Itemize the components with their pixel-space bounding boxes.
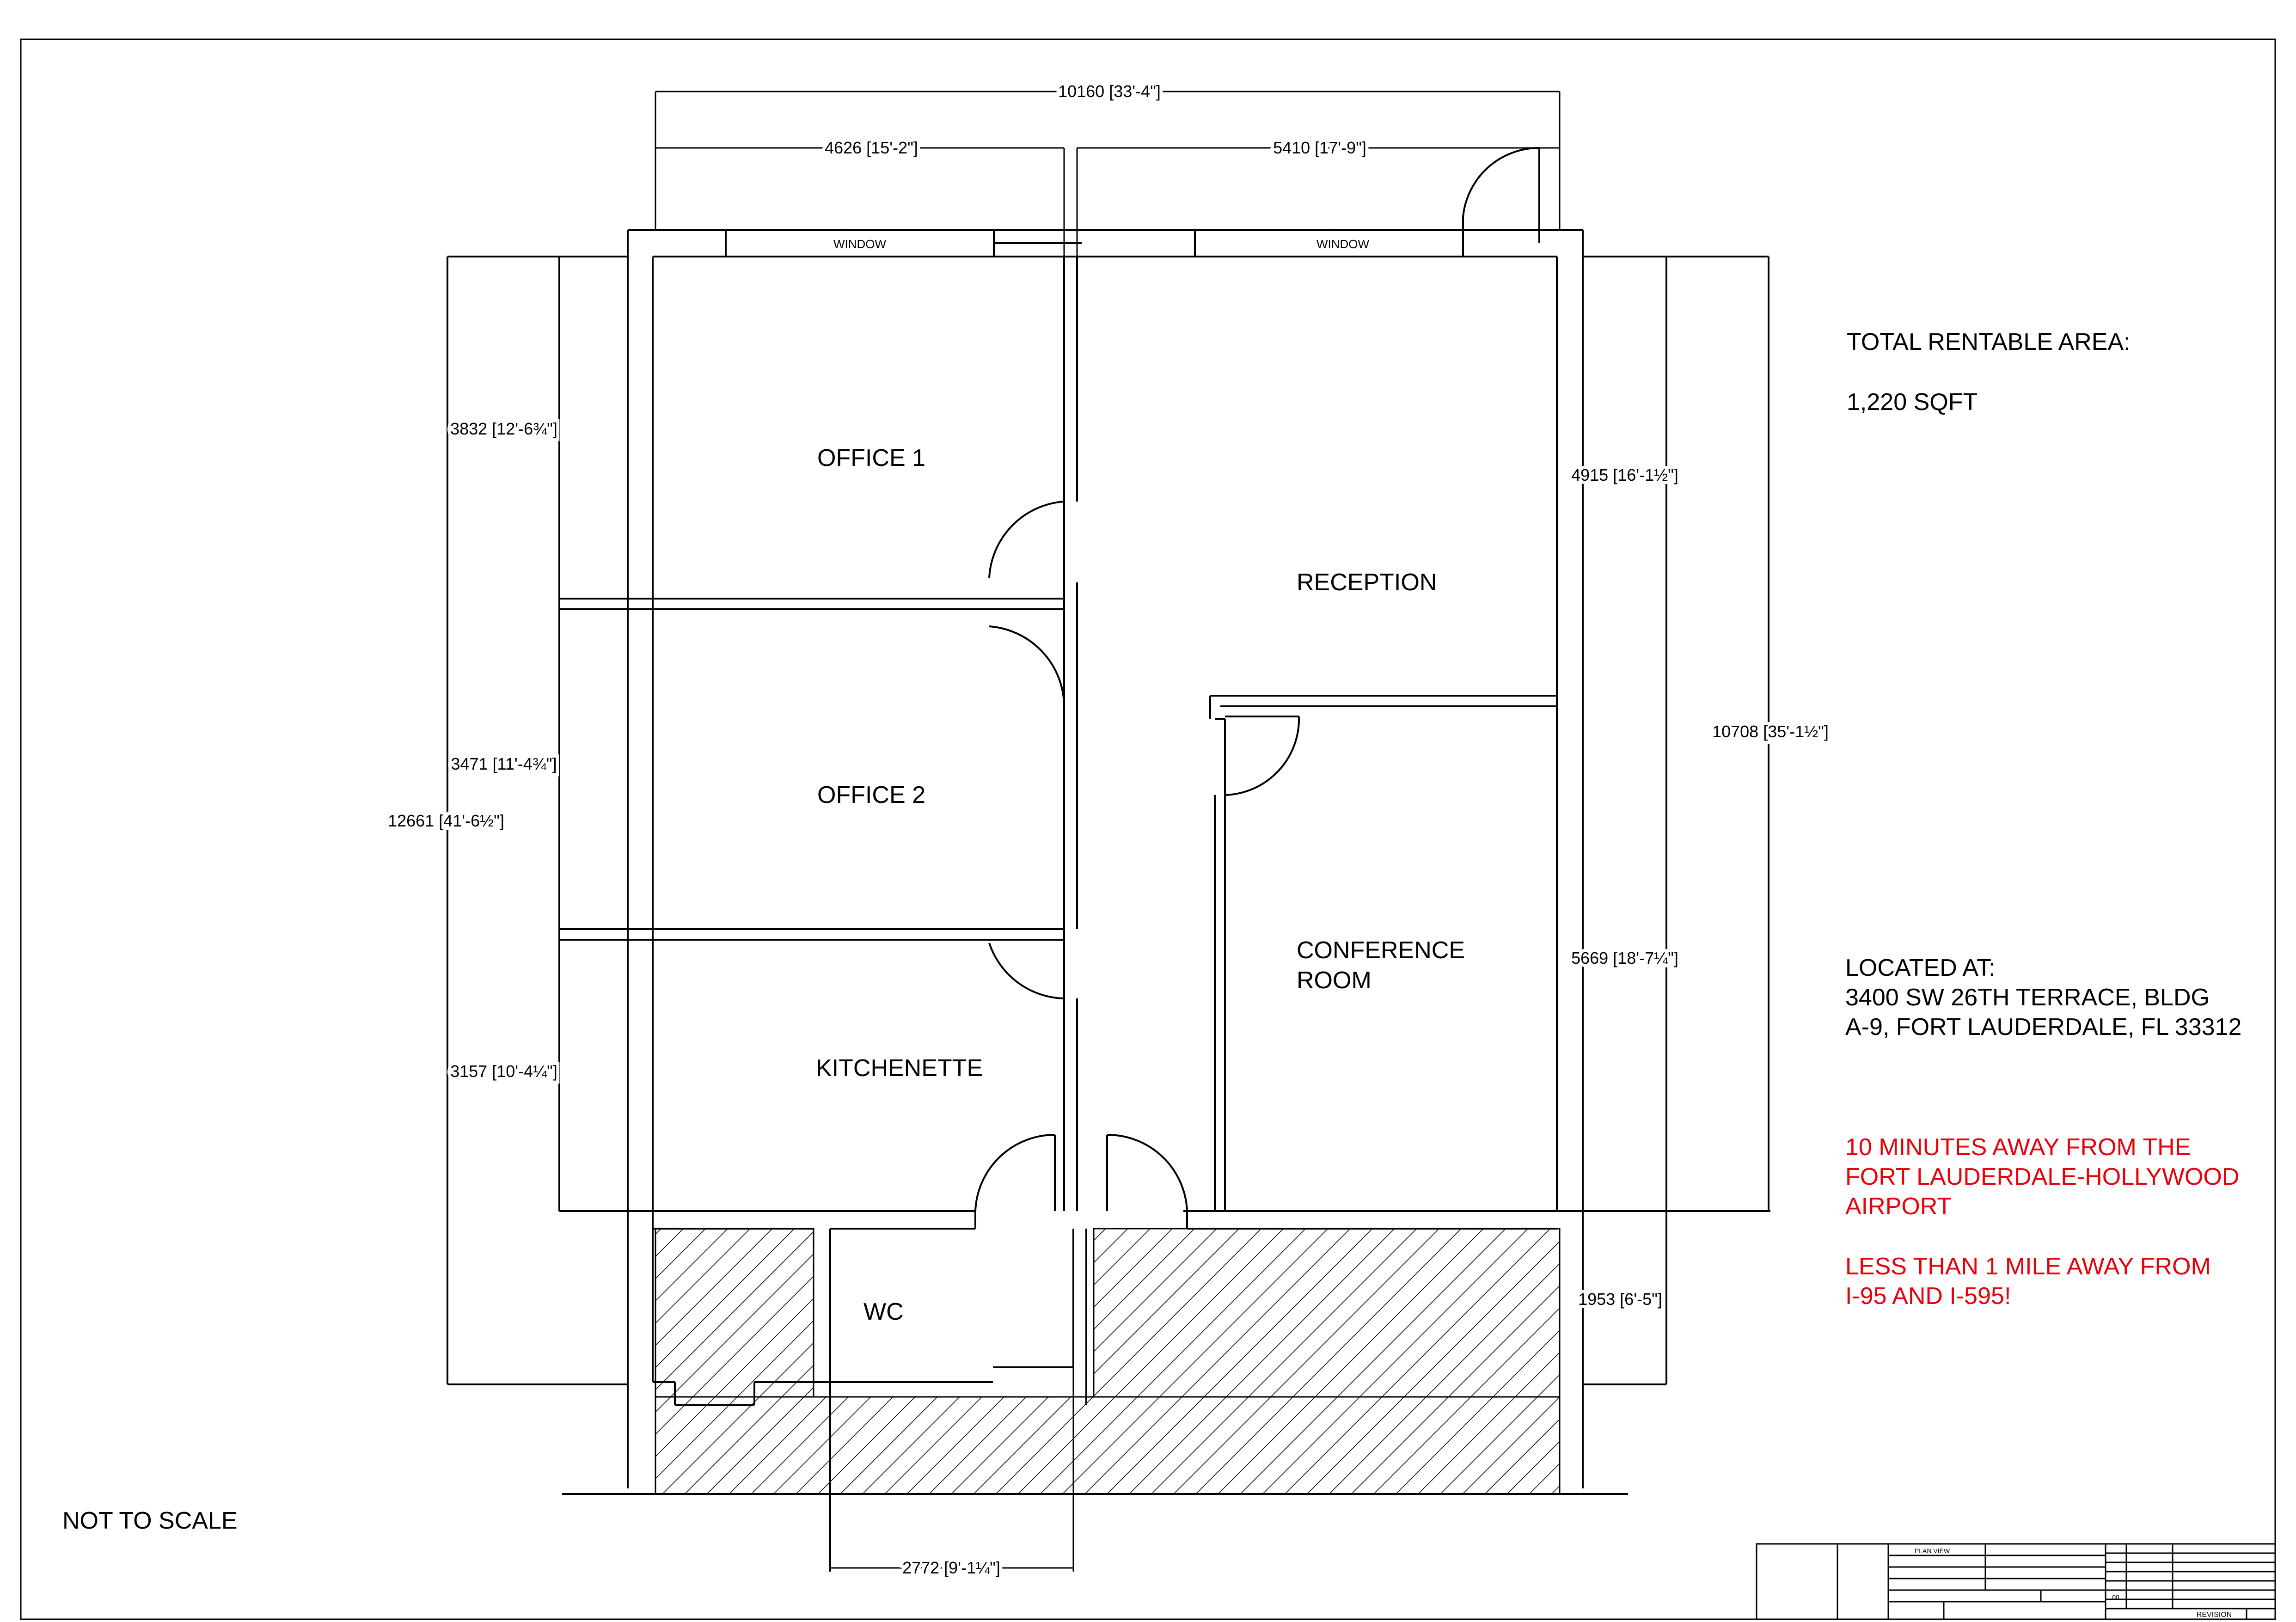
total-area-value: 1,220 SQFT — [1847, 389, 1978, 416]
dimension-right-width: 5410 [17'-9"] — [1273, 138, 1366, 157]
title-block-view: PLAN VIEW — [1915, 1547, 1950, 1555]
door-office-2 — [989, 625, 1065, 705]
title-block — [1756, 1543, 2276, 1620]
dimension-reception-depth: 4915 [16'-1½"] — [1571, 465, 1678, 484]
airport-proximity-note: 10 MINUTES AWAY FROM THE FORT LAUDERDALE… — [1845, 1134, 2240, 1220]
window-label-1: WINDOW — [833, 237, 887, 251]
title-block-revision: REVISION — [2197, 1611, 2232, 1619]
room-label-kitchenette: KITCHENETTE — [816, 1055, 983, 1082]
location-note: LOCATED AT: 3400 SW 26TH TERRACE, BLDG A… — [1845, 955, 2242, 1041]
door-wc-left — [974, 1133, 1056, 1229]
room-label-wc: WC — [863, 1298, 904, 1325]
dimension-office1-depth: 3832 [12'-6¾"] — [450, 419, 557, 438]
hatched-areas — [655, 1228, 1561, 1495]
dimension-lines — [655, 91, 1561, 1572]
title-block-sheet-no: 00 — [2112, 1593, 2119, 1601]
dimension-wc-width: 2772 [9'-1¼"] — [902, 1558, 1000, 1577]
dimension-left-width: 4626 [15'-2"] — [825, 138, 918, 157]
door-conference — [1225, 716, 1300, 796]
dimension-kitchenette-depth: 3157 [10'-4¼"] — [450, 1062, 557, 1081]
sheet-border — [20, 38, 2276, 1620]
dimension-overall-depth-left: 12661 [41'-6½"] — [388, 811, 504, 830]
highway-proximity-note: LESS THAN 1 MILE AWAY FROM I-95 AND I-59… — [1845, 1253, 2211, 1310]
room-label-office-2: OFFICE 2 — [817, 782, 925, 808]
door-kitchenette — [988, 913, 1065, 999]
room-label-office-1: OFFICE 1 — [817, 445, 925, 471]
door-office-1 — [988, 501, 1065, 582]
window-label-2: WINDOW — [1316, 237, 1370, 251]
dimension-office2-depth: 3471 [11'-4¾"] — [451, 754, 557, 773]
room-label-conference-2: ROOM — [1297, 967, 1371, 994]
dimension-overall-width: 10160 [33'-4"] — [1058, 82, 1161, 101]
dimension-conference-depth: 5669 [18'-7¼"] — [1571, 949, 1678, 967]
doors — [974, 147, 1540, 1229]
dimension-overall-depth-right: 10708 [35'-1½"] — [1712, 722, 1829, 741]
door-wc-right — [1106, 1133, 1188, 1229]
scale-note: NOT TO SCALE — [62, 1507, 238, 1534]
walls — [447, 229, 1770, 1572]
door-entrance — [1462, 147, 1540, 257]
total-area-title: TOTAL RENTABLE AREA: — [1847, 329, 2131, 355]
room-label-conference-1: CONFERENCE — [1297, 937, 1465, 964]
room-label-reception: RECEPTION — [1297, 569, 1437, 596]
dimension-corridor-depth: 1953 [6'-5"] — [1578, 1290, 1662, 1309]
